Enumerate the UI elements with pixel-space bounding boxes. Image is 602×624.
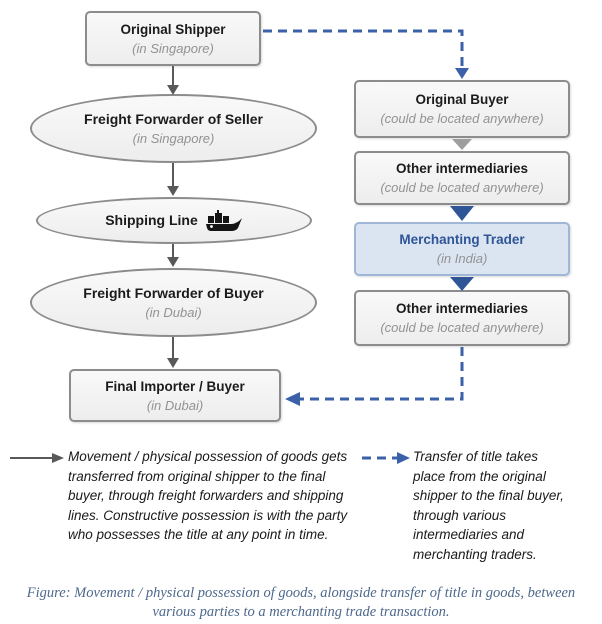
connector-triangle-gray <box>452 139 472 150</box>
node-title: Other intermediaries <box>395 161 529 176</box>
node-subtitle: (in Singapore) <box>132 130 215 146</box>
node-shipping-line: Shipping Line <box>36 197 312 244</box>
title-transfer-arrow-top <box>263 29 469 79</box>
node-title: Shipping Line <box>105 212 198 228</box>
connector-triangle-blue <box>450 206 474 221</box>
legend-solid-arrow <box>10 453 64 463</box>
node-title: Other intermediaries <box>395 301 529 316</box>
node-subtitle: (in India) <box>436 251 488 266</box>
ship-icon <box>205 209 242 231</box>
node-other-intermediaries-2: Other intermediaries (could be located a… <box>354 290 570 346</box>
node-final-importer-buyer: Final Importer / Buyer (in Dubai) <box>69 369 281 422</box>
node-subtitle: (could be located anywhere) <box>380 320 544 335</box>
node-subtitle: (in Dubai) <box>145 304 202 320</box>
legend-physical-possession-text: Movement / physical possession of goods … <box>68 449 348 542</box>
legend-title-transfer-text: Transfer of title takes place from the o… <box>413 449 564 562</box>
node-title: Original Buyer <box>415 92 509 107</box>
connector-triangle-blue <box>450 277 474 291</box>
node-merchanting-trader: Merchanting Trader (in India) <box>354 222 570 276</box>
node-freight-forwarder-seller: Freight Forwarder of Seller (in Singapor… <box>30 94 317 163</box>
node-subtitle: (could be located anywhere) <box>380 111 544 126</box>
title-transfer-arrow-bottom <box>285 347 464 406</box>
node-subtitle: (could be located anywhere) <box>380 180 544 195</box>
node-title: Freight Forwarder of Seller <box>84 110 263 127</box>
node-title: Freight Forwarder of Buyer <box>83 284 264 301</box>
node-subtitle: (in Dubai) <box>146 397 204 413</box>
node-title: Merchanting Trader <box>399 232 525 247</box>
node-title: Original Shipper <box>120 21 226 37</box>
node-other-intermediaries-1: Other intermediaries (could be located a… <box>354 151 570 205</box>
node-freight-forwarder-buyer: Freight Forwarder of Buyer (in Dubai) <box>30 268 317 337</box>
node-title: Final Importer / Buyer <box>105 378 245 394</box>
node-original-buyer: Original Buyer (could be located anywher… <box>354 80 570 138</box>
node-subtitle: (in Singapore) <box>132 40 214 56</box>
legend-dashed-arrow <box>362 452 410 464</box>
figure-caption: Figure: Movement / physical possession o… <box>26 585 576 620</box>
node-original-shipper: Original Shipper (in Singapore) <box>85 11 261 66</box>
